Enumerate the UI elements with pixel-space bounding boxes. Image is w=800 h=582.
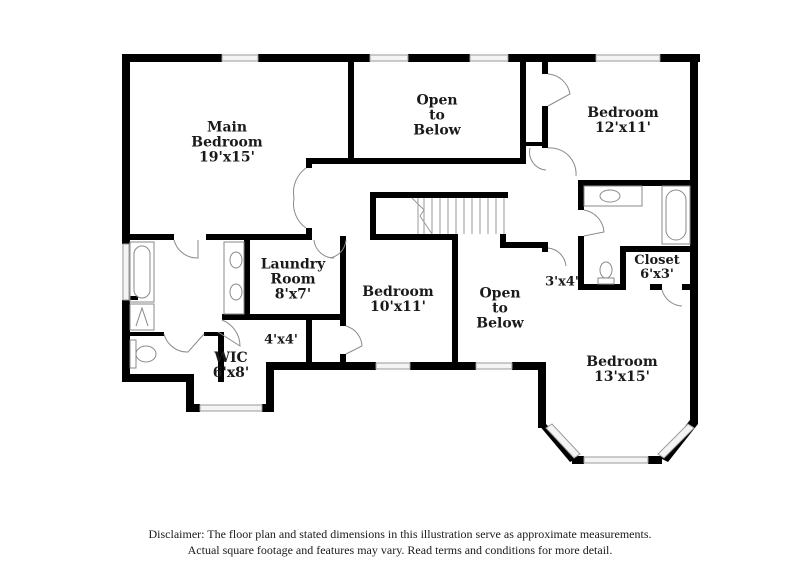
room-bedroom-center: Bedroom 10'x11' (362, 285, 433, 315)
bathtub-icon (129, 241, 155, 303)
doors (163, 73, 683, 355)
room-name: to (429, 107, 445, 124)
toilet-icon-2 (597, 277, 615, 285)
room-dimensions: 8'x7' (274, 286, 312, 303)
room-name: Closet (634, 253, 680, 268)
walls (122, 54, 700, 464)
shower-icon (129, 303, 155, 331)
room-bedroom-bottom-right: Bedroom 13'x15' (586, 355, 657, 385)
room-closet: Closet 6'x3' (634, 254, 680, 282)
disclaimer-line-2: Actual square footage and features may v… (187, 543, 613, 557)
room-name: Main (206, 119, 248, 136)
room-name: WIC (214, 350, 248, 366)
stairs (411, 197, 505, 235)
disclaimer: Disclaimer: The floor plan and stated di… (0, 526, 800, 558)
bathtub-icon-2 (661, 185, 691, 245)
room-wic: WIC 6'x8' (213, 351, 249, 381)
room-name: Bedroom (587, 105, 659, 121)
room-name: Laundry (260, 256, 326, 273)
room-name: to (492, 300, 508, 317)
fixtures (129, 185, 691, 369)
room-open-to-below-top: Open to Below (413, 92, 461, 139)
room-dimensions: 19'x15' (199, 149, 255, 166)
room-name: Below (476, 315, 524, 332)
room-name: Open (479, 285, 521, 302)
room-name: Open (416, 92, 458, 109)
closet-3x4-label: 3'x4' (545, 274, 579, 290)
room-dimensions: 12'x11' (595, 120, 651, 136)
room-name: Bedroom (586, 354, 658, 370)
sink-icon (583, 185, 643, 207)
room-name: Bedroom (362, 284, 434, 300)
room-name: Bedroom (191, 134, 263, 151)
room-name: Below (413, 122, 461, 139)
room-dimensions: 13'x15' (594, 369, 650, 385)
room-dimensions: 10'x11' (370, 299, 426, 315)
windows (122, 54, 695, 464)
closet-4x4-label: 4'x4' (264, 332, 298, 348)
room-dimensions: 6'x8' (212, 365, 250, 381)
vanity-icon (223, 241, 245, 315)
room-laundry: Laundry Room 8'x7' (260, 256, 326, 303)
room-main-bedroom: Main Bedroom 19'x15' (191, 119, 263, 166)
toilet-icon (129, 339, 137, 369)
room-name: Room (270, 271, 316, 288)
room-bedroom-top-right: Bedroom 12'x11' (587, 106, 658, 136)
disclaimer-line-1: Disclaimer: The floor plan and stated di… (148, 527, 652, 541)
room-open-to-below-center: Open to Below (476, 285, 524, 332)
room-dimensions: 6'x3' (640, 267, 674, 282)
